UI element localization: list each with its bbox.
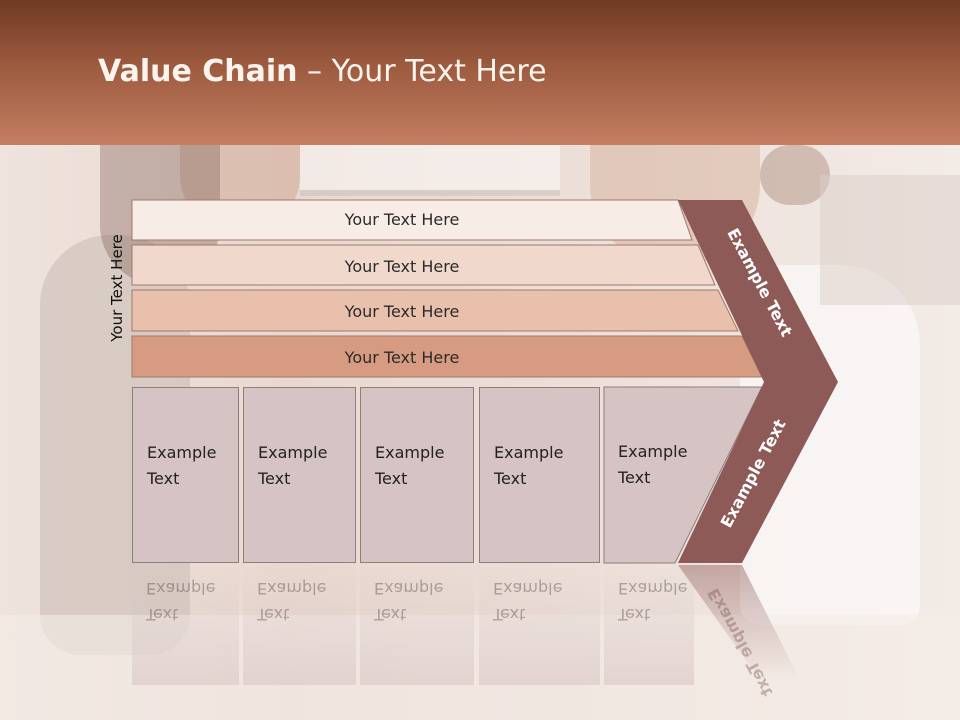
- bar-label: Your Text Here: [344, 256, 460, 276]
- column-reflection-3: Text Example: [360, 565, 474, 685]
- chevron-reflection: [678, 565, 800, 680]
- column-reflection-4: Text Example: [479, 565, 600, 685]
- bar-shape-1: [131, 199, 693, 241]
- reflection-line2: Text: [618, 605, 651, 624]
- bar-2[interactable]: Your Text Here: [132, 247, 692, 285]
- column-line1: Example: [494, 443, 564, 462]
- column-reflection-5: Text Example: [604, 565, 694, 685]
- column-shape-5: [603, 386, 763, 564]
- title-bar: Value Chain – Your Text Here: [0, 0, 960, 145]
- reflection-line2: Text: [257, 605, 290, 624]
- column-line1: Example: [375, 443, 445, 462]
- reflection-line1: Example: [257, 579, 327, 598]
- reflection-line2: Text: [493, 605, 526, 624]
- column-line2: Text: [375, 469, 408, 488]
- column-line2: Text: [618, 468, 651, 487]
- title-rest: – Your Text Here: [297, 54, 547, 89]
- bar-label: Your Text Here: [344, 347, 460, 367]
- bar-label: Your Text Here: [344, 209, 460, 229]
- reflection-line2: Text: [374, 605, 407, 624]
- reflection-line1: Example: [146, 579, 216, 598]
- bar-4[interactable]: Your Text Here: [132, 338, 692, 376]
- column-line2: Text: [147, 469, 180, 488]
- bar-shape-2: [131, 244, 716, 286]
- column-line2: Text: [258, 469, 291, 488]
- reflection-line2: Text: [146, 605, 179, 624]
- bar-3[interactable]: Your Text Here: [132, 292, 692, 330]
- reflection-line1: Example: [374, 579, 444, 598]
- column-line1: Example: [258, 443, 328, 462]
- slide-title[interactable]: Value Chain – Your Text Here: [98, 54, 547, 89]
- column-reflection-1: Text Example: [132, 565, 239, 685]
- bar-shape-3: [131, 289, 739, 332]
- column-reflection-2: Text Example: [243, 565, 356, 685]
- chevron-arrow[interactable]: [678, 200, 838, 563]
- column-line1: Example: [618, 442, 688, 461]
- bar-1[interactable]: Your Text Here: [132, 200, 692, 238]
- reflection-line1: Example: [618, 579, 688, 598]
- column-line1: Example: [147, 443, 217, 462]
- reflection-line1: Example: [493, 579, 563, 598]
- title-bold: Value Chain: [98, 54, 298, 89]
- column-line2: Text: [494, 469, 527, 488]
- bar-label: Your Text Here: [344, 301, 460, 321]
